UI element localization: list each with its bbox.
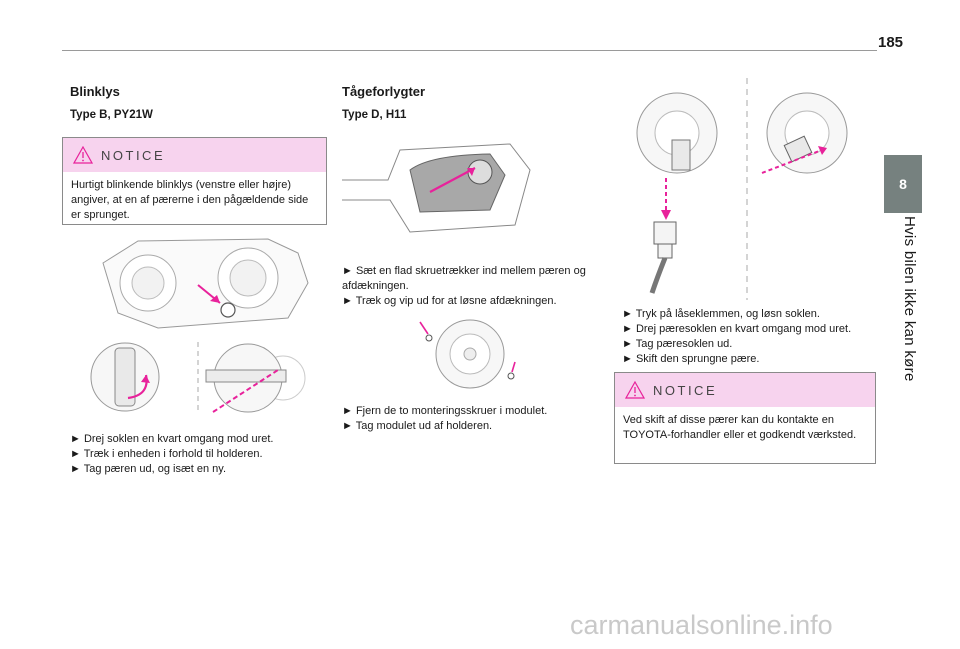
section-heading-taageforlygter: Tågeforlygter: [342, 84, 426, 99]
section-heading-blinklys: Blinklys: [70, 84, 120, 99]
foglamp-cover-illustration: [342, 143, 531, 233]
step-item: ► Sæt en flad skruetrækker ind mellem pæ…: [342, 265, 586, 292]
step-item: ► Drej pæresoklen en kvart omgang mod ur…: [622, 323, 852, 335]
step-item: ► Tag modulet ud af holderen.: [342, 420, 493, 432]
step-item: ► Tryk på låseklemmen, og løsn soklen.: [622, 308, 820, 320]
step-item: ► Tag pæresoklen ud.: [622, 338, 733, 350]
foglamp-socket-removal-illustration: [636, 78, 848, 300]
page-number: 185: [878, 34, 904, 51]
watermark: carmanualsonline.info: [570, 610, 833, 640]
notice-header: NOTICE: [63, 138, 326, 172]
notice-text: Ved skift af disse pærer kan du kontakte…: [623, 414, 857, 441]
step-item: ► Drej soklen en kvart omgang mod uret.: [70, 433, 274, 445]
step-item: ► Træk og vip ud for at løsne afdækninge…: [342, 295, 557, 307]
header-rule: [62, 50, 877, 51]
notice-label: NOTICE: [101, 147, 166, 163]
warning-icon: [73, 146, 93, 164]
notice-text: Hurtigt blinkende blinklys (venstre elle…: [71, 179, 309, 221]
warning-icon: [625, 381, 645, 399]
notice-box: NOTICE Hurtigt blinkende blinklys (venst…: [62, 137, 327, 225]
step-item: ► Træk i enheden i forhold til holderen.: [70, 448, 263, 460]
step-item: ► Skift den sprungne pære.: [622, 353, 760, 365]
bulb-socket-rotate-illustration: [90, 342, 306, 413]
step-item: ► Fjern de to monteringsskruer i modulet…: [342, 405, 548, 417]
chapter-tab[interactable]: 8: [884, 155, 922, 213]
notice-box: NOTICE Ved skift af disse pærer kan du k…: [614, 372, 876, 464]
headlamp-illustration: [102, 238, 309, 329]
type-heading: Type D, H11: [342, 109, 407, 121]
step-item: ► Tag pæren ud, og isæt en ny.: [70, 463, 227, 475]
type-heading: Type B, PY21W: [70, 109, 153, 121]
notice-header: NOTICE: [615, 373, 875, 407]
notice-label: NOTICE: [653, 382, 718, 398]
foglamp-module-screws-illustration: [419, 319, 516, 389]
chapter-title: Hvis bilen ikke kan køre: [901, 216, 918, 382]
